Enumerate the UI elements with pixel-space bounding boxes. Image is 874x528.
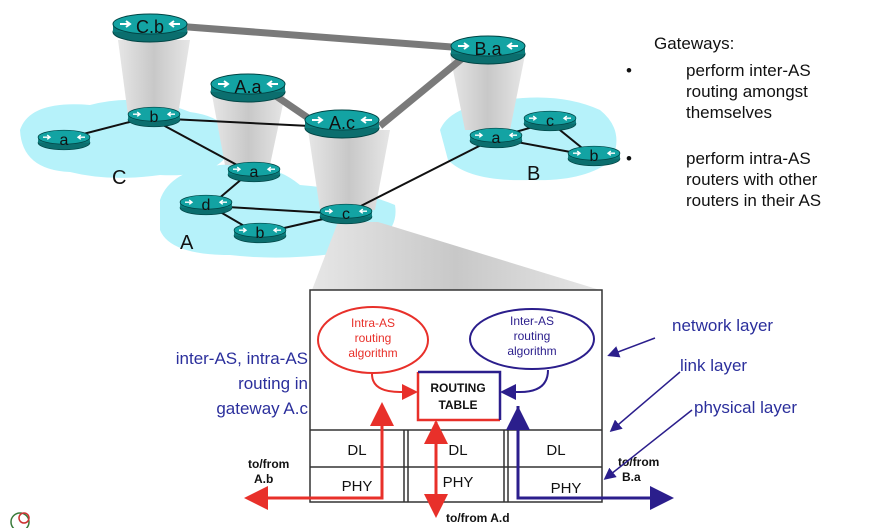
gateway-bullet-1-text: perform inter-AS routing amongst themsel… xyxy=(686,61,811,122)
to-from-ba-line1: to/from xyxy=(618,455,659,469)
funnel-detail xyxy=(312,222,600,290)
physical-layer-label: physical layer xyxy=(694,398,797,417)
router-a-c: c xyxy=(319,203,373,225)
router-ba-top: B.a xyxy=(450,35,526,65)
svg-text:Inter-AS: Inter-AS xyxy=(510,314,554,328)
gateways-title: Gateways: xyxy=(654,34,735,53)
gateway-bullet-1: • perform inter-AS routing amongst thems… xyxy=(626,60,866,123)
as-label-c: C xyxy=(112,167,126,189)
svg-text:c: c xyxy=(342,206,350,223)
svg-text:algorithm: algorithm xyxy=(507,344,556,358)
svg-text:d: d xyxy=(202,197,211,214)
funnel-cb xyxy=(118,40,190,115)
svg-text:a: a xyxy=(492,130,501,147)
svg-text:C.b: C.b xyxy=(136,17,164,37)
dl-cell-1: DL xyxy=(347,442,366,459)
funnel-ac xyxy=(308,130,390,210)
router-c-b: b xyxy=(127,106,181,128)
funnel-aa xyxy=(212,95,285,165)
svg-text:b: b xyxy=(590,148,599,165)
as-label-a: A xyxy=(180,232,194,254)
svg-text:a: a xyxy=(60,132,69,149)
svg-text:A.c: A.c xyxy=(329,113,355,133)
to-from-ad: to/from A.d xyxy=(446,511,510,525)
dl-cell-3: DL xyxy=(546,442,565,459)
intra-as-data-path xyxy=(244,402,448,518)
router-aa-top: A.a xyxy=(210,73,286,103)
to-from-ba-line2: B.a xyxy=(622,470,641,484)
router-b-b: b xyxy=(567,145,621,167)
router-b-a: a xyxy=(469,127,523,149)
gateway-caption: inter-AS, intra-AS routing in gateway A.… xyxy=(175,349,308,418)
to-from-ab-line2: A.b xyxy=(254,472,273,486)
svg-text:B.a: B.a xyxy=(474,39,502,59)
svg-text:TABLE: TABLE xyxy=(438,398,477,412)
inter-as-algorithm: Inter-AS routing algorithm xyxy=(469,308,595,370)
svg-text:algorithm: algorithm xyxy=(348,346,397,360)
svg-text:b: b xyxy=(256,225,265,242)
link-layer-label: link layer xyxy=(680,356,748,375)
bullet-dot-icon: • xyxy=(626,61,632,80)
layer-pointer-arrows xyxy=(603,337,693,480)
inter-as-data-path xyxy=(506,406,674,510)
router-c-a: a xyxy=(37,129,91,151)
svg-text:a: a xyxy=(250,164,259,181)
svg-text:routing: routing xyxy=(514,329,551,343)
svg-text:b: b xyxy=(150,109,159,126)
router-b-c: c xyxy=(523,110,577,132)
router-a-a: a xyxy=(227,161,281,183)
svg-text:ROUTING: ROUTING xyxy=(430,381,485,395)
gateway-bullet-2: • perform intra-AS routers with other ro… xyxy=(626,148,866,211)
router-ac-top: A.c xyxy=(304,109,380,139)
intra-to-table-arrow xyxy=(371,373,418,400)
to-from-ab-line1: to/from xyxy=(248,457,289,471)
bullet-dot-icon: • xyxy=(626,149,632,168)
svg-text:A.a: A.a xyxy=(234,77,262,97)
as-label-b: B xyxy=(527,163,540,185)
network-layer-label: network layer xyxy=(672,316,774,335)
funnel-ba xyxy=(450,55,525,130)
inter-to-table-arrow xyxy=(500,369,549,400)
routing-table: ROUTING TABLE xyxy=(416,370,502,422)
gateway-bullet-2-text: perform intra-AS routers with other rout… xyxy=(686,149,822,210)
phy-cell-3: PHY xyxy=(551,480,582,497)
svg-text:c: c xyxy=(546,113,554,130)
dl-cell-2: DL xyxy=(448,442,467,459)
logo-icon xyxy=(10,512,30,528)
router-cb: C.b xyxy=(112,13,188,43)
phy-cell-1: PHY xyxy=(342,478,373,495)
router-a-b: b xyxy=(233,222,287,244)
svg-text:routing: routing xyxy=(355,331,392,345)
intra-as-algorithm: Intra-AS routing algorithm xyxy=(317,306,429,374)
phy-cell-2: PHY xyxy=(443,474,474,491)
svg-text:Intra-AS: Intra-AS xyxy=(351,316,395,330)
router-a-d: d xyxy=(179,194,233,216)
